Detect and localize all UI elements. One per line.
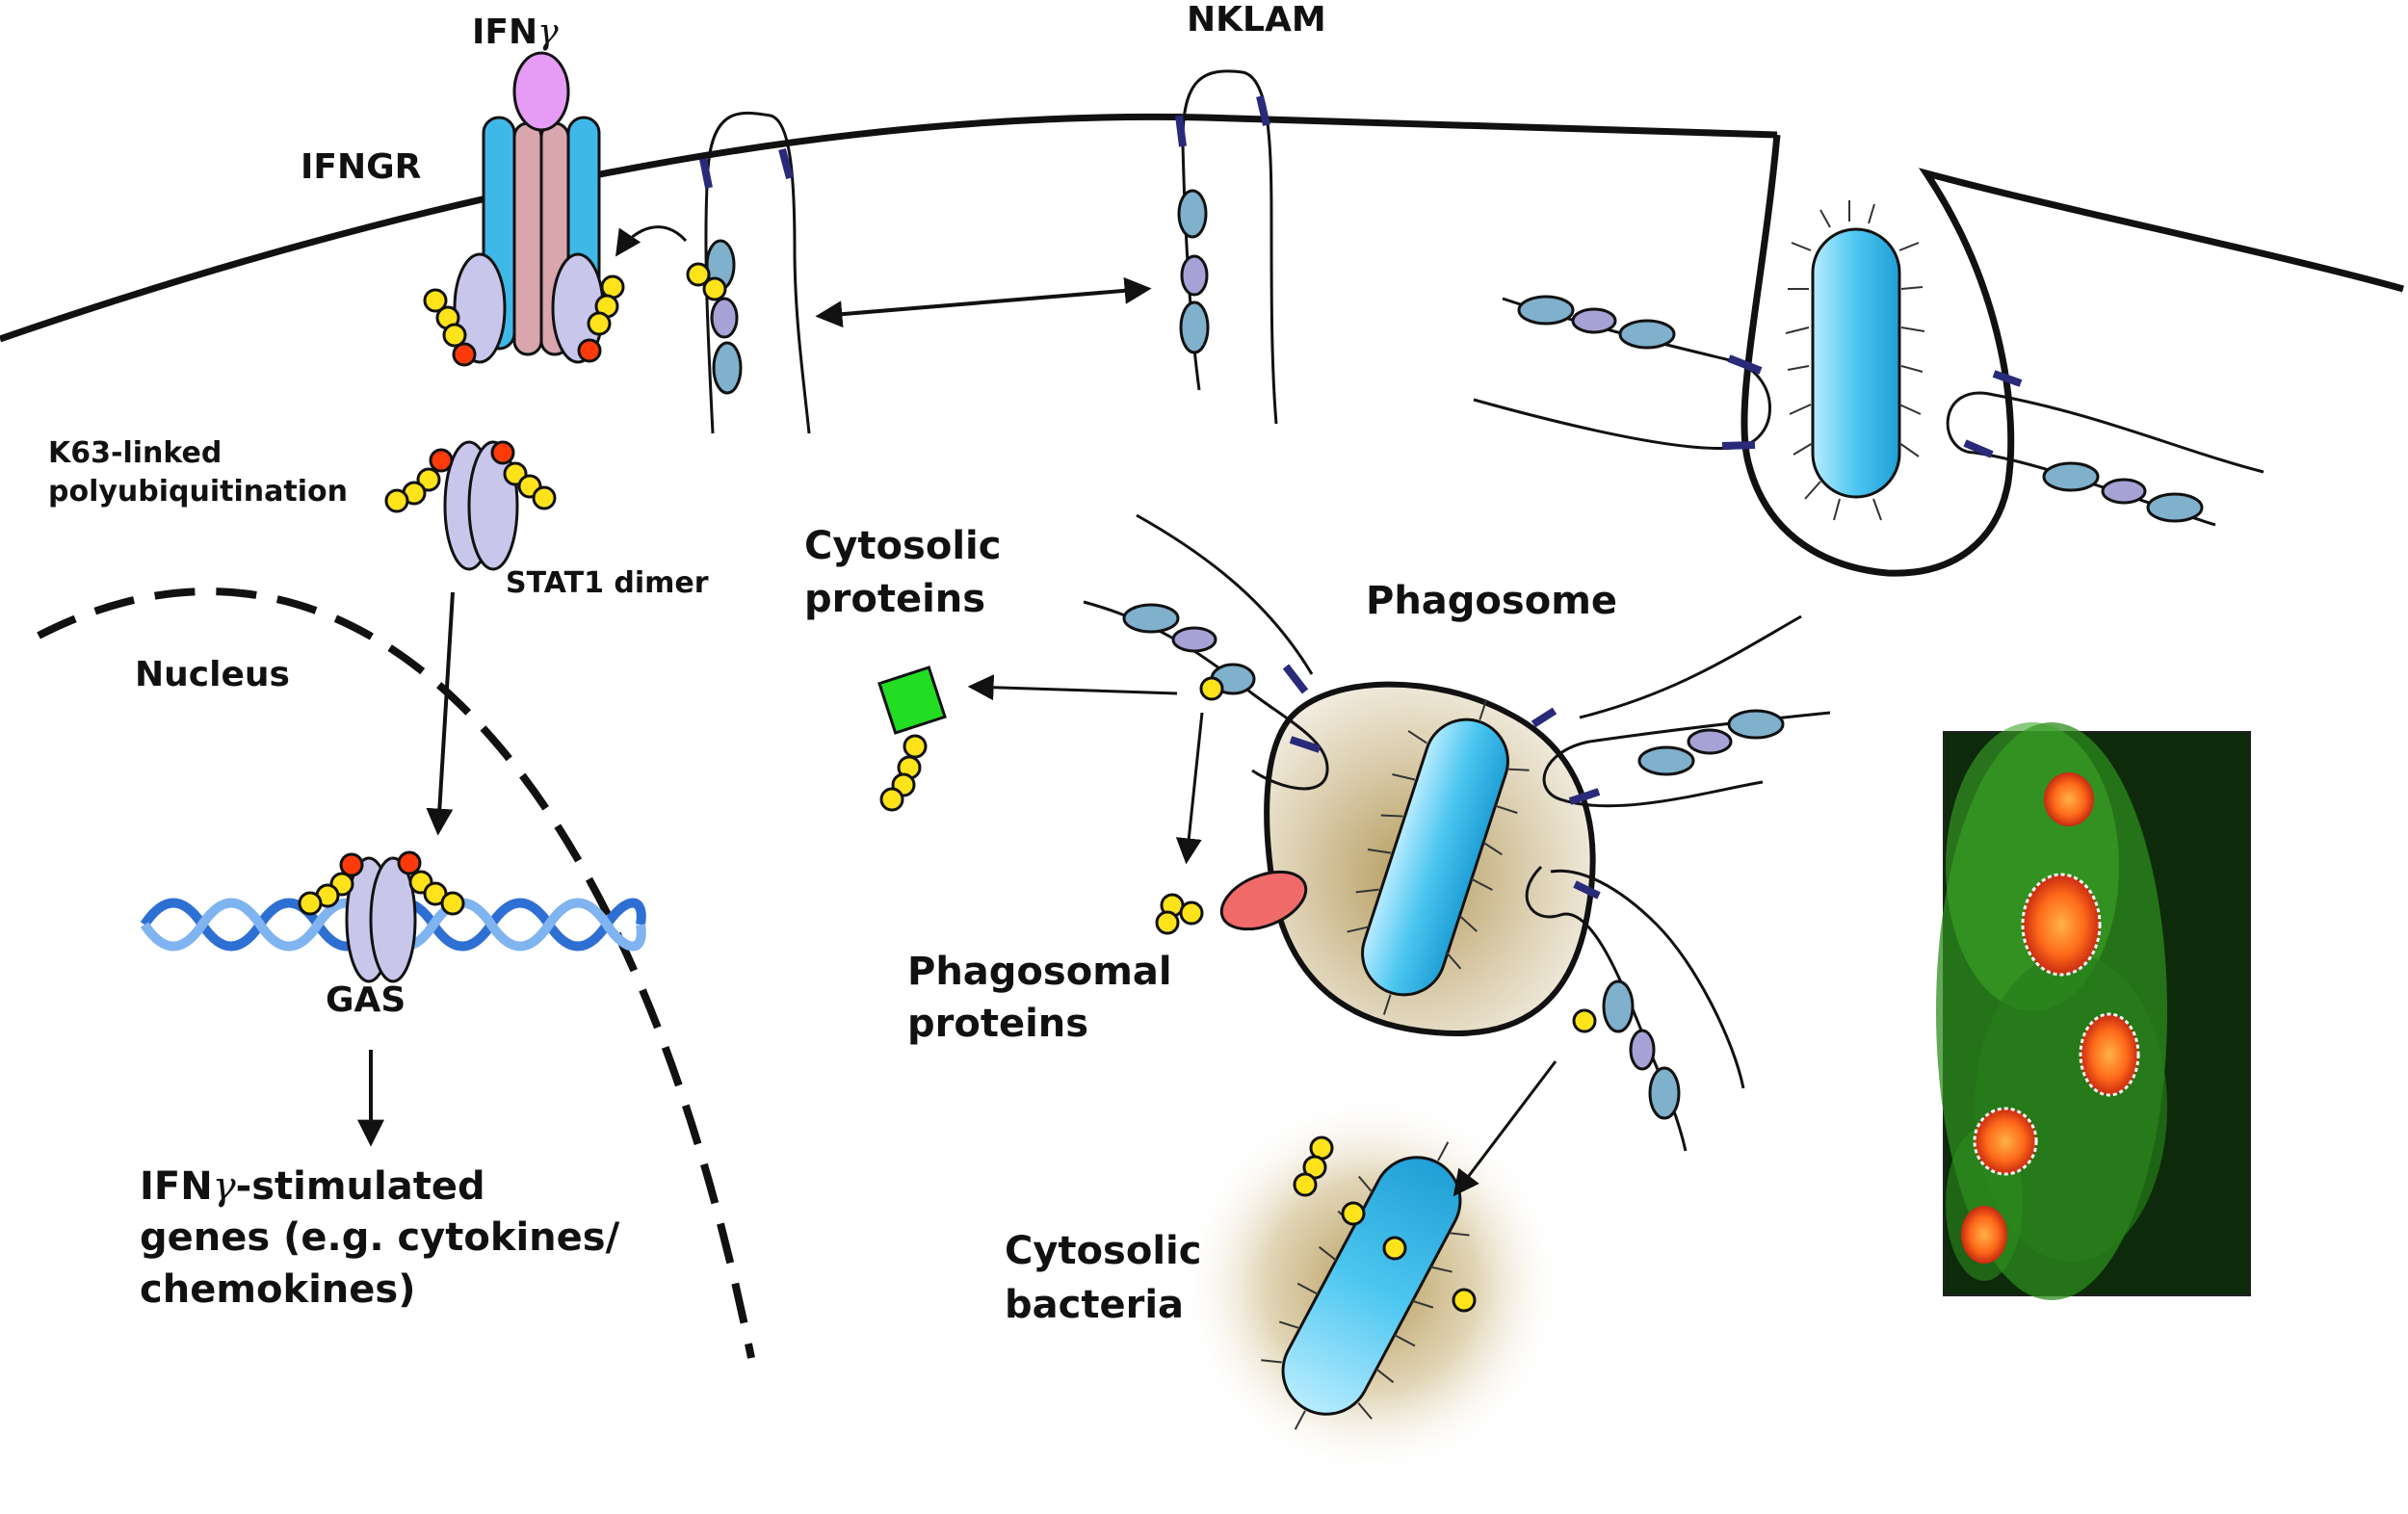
ubiquitin-transfer-arrow xyxy=(615,225,688,257)
nuclear-envelope xyxy=(37,587,755,1359)
nklam-label: NKLAM xyxy=(1187,0,1326,39)
micrograph-inset xyxy=(1936,722,2251,1300)
ubiquitinate-cytosolic-arrow xyxy=(967,674,1178,701)
nklam-movement-arrow xyxy=(815,276,1152,328)
cytosolic-proteins-label-1: Cytosolic xyxy=(804,524,1001,568)
cytosolic-proteins-label-2: proteins xyxy=(804,577,985,621)
cytosolic-bacteria-label-1: Cytosolic xyxy=(1005,1229,1201,1273)
ubiquitinate-bacteria-arrow xyxy=(1453,1060,1557,1197)
ifngr-receptor xyxy=(423,51,625,367)
nklam-phagosome-upper-right xyxy=(1531,614,1831,808)
phagosomal-protein xyxy=(1155,870,1308,935)
stat1-dimer-on-gas xyxy=(298,850,465,983)
nklam-cup-right xyxy=(1946,370,2264,527)
gas-label: GAS xyxy=(326,980,406,1020)
ubiquitin-chain-left xyxy=(423,288,477,367)
ubiquitin-chain-right xyxy=(577,274,625,363)
phagocytic-cup-membrane xyxy=(1741,134,2404,577)
stat1-dimer xyxy=(384,440,557,571)
cytosolic-bacterium xyxy=(1261,1136,1477,1430)
ifngr-label: IFNGR xyxy=(301,147,421,187)
stat1-translocation-arrow xyxy=(426,591,455,836)
nklam-cup-left xyxy=(1473,295,1771,451)
phagosome-label: Phagosome xyxy=(1366,579,1617,623)
ubiquitinate-phagosomal-arrow xyxy=(1175,712,1204,865)
phagosomal-proteins-label-2: proteins xyxy=(907,1002,1088,1046)
stat1-dimer-label: STAT1 dimer xyxy=(506,566,709,600)
nklam-protein-1 xyxy=(686,111,811,434)
k63-label-line2: polyubiquitination xyxy=(48,475,348,509)
cytosolic-protein xyxy=(877,666,947,812)
ifn-gamma-label: IFNγ xyxy=(472,13,559,52)
phagosomal-proteins-label-1: Phagosomal xyxy=(907,950,1172,994)
nklam-protein-2 xyxy=(1175,69,1278,425)
engulfing-bacterium xyxy=(1785,200,1925,521)
nklam-phagosome-upper-left xyxy=(1083,513,1329,791)
cytosolic-bacteria-label-2: bacteria xyxy=(1005,1283,1184,1327)
k63-label-line1: K63-linked xyxy=(48,436,222,470)
isg-label-line1: IFNγ-stimulated xyxy=(140,1164,485,1209)
nklam-phagosome-lower-right xyxy=(1525,865,1745,1152)
isg-label-line2: genes (e.g. cytokines/ xyxy=(140,1215,620,1260)
nucleus-label: Nucleus xyxy=(135,655,290,694)
ifn-gamma-ligand xyxy=(512,51,570,132)
phagosome xyxy=(1264,681,1596,1036)
isg-label-line3: chemokines) xyxy=(140,1267,415,1312)
plasma-membrane xyxy=(0,113,1778,343)
